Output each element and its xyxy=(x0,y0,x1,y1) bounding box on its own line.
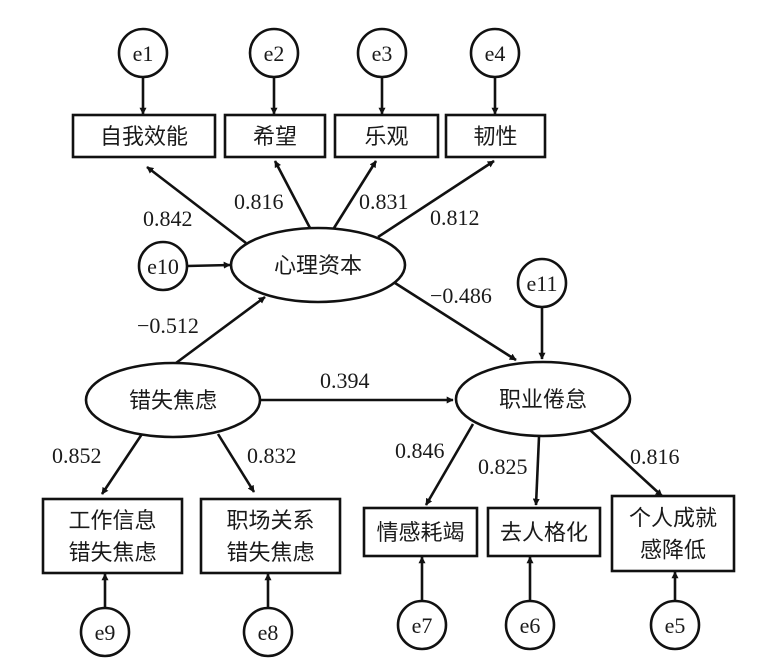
path-arrow-burnout-to-emotional_exhaustion xyxy=(424,423,475,506)
path-arrow-psycap-to-optimism xyxy=(332,160,378,229)
error-circle xyxy=(248,27,300,79)
error-label: e10 xyxy=(147,254,179,279)
indicator-self-efficacy: 自我效能 xyxy=(71,113,217,159)
error-label: e4 xyxy=(485,41,506,66)
path-coefficient: 0.846 xyxy=(395,438,445,463)
path-arrow-fomo-to-work_rel_fomo xyxy=(216,433,256,493)
error-term-e6: e6 xyxy=(504,599,556,651)
path-coefficient: −0.512 xyxy=(137,313,199,338)
indicator-label: 工作信息 xyxy=(68,509,156,534)
indicator-label: 韧性 xyxy=(473,125,517,150)
indicator-box xyxy=(71,113,217,159)
indicator-label: 去人格化 xyxy=(500,521,588,546)
error-circle xyxy=(356,27,408,79)
indicator-box xyxy=(610,494,736,573)
error-circle xyxy=(649,599,701,651)
path-coefficient: 0.812 xyxy=(430,205,480,230)
indicator-label: 职场关系 xyxy=(226,509,314,534)
error-label: e6 xyxy=(520,613,541,638)
error-term-e2: e2 xyxy=(248,27,300,79)
error-label: e7 xyxy=(412,613,433,638)
error-circle xyxy=(242,606,294,658)
latent-psycap: 心理资本 xyxy=(229,226,407,304)
indicator-label: 错失焦虑 xyxy=(226,541,314,566)
error-term-e10: e10 xyxy=(137,240,189,292)
latent-label: 错失焦虑 xyxy=(129,389,217,414)
indicator-optimism: 乐观 xyxy=(333,113,440,159)
error-term-e8: e8 xyxy=(242,606,294,658)
error-term-e9: e9 xyxy=(79,606,131,658)
path-arrow-psycap-to-hope xyxy=(273,160,312,229)
indicator-box xyxy=(333,113,440,159)
indicator-box xyxy=(486,506,602,558)
error-label: e11 xyxy=(527,271,558,296)
indicator-resilience: 韧性 xyxy=(444,113,547,159)
error-label: e8 xyxy=(258,620,279,645)
path-coefficient: 0.394 xyxy=(320,368,370,393)
path-arrow-psycap-to-resilience xyxy=(377,159,495,239)
path-coefficient: 0.852 xyxy=(52,443,102,468)
indicator-hope: 希望 xyxy=(223,113,327,159)
indicator-box xyxy=(444,113,547,159)
latent-label: 职业倦怠 xyxy=(499,388,587,413)
error-circle xyxy=(79,606,131,658)
path-arrow-fomo-to-psycap xyxy=(175,295,266,365)
indicator-label: 乐观 xyxy=(364,125,408,150)
error-arrow-e10 xyxy=(186,261,231,269)
indicator-box xyxy=(362,506,479,558)
latent-label: 心理资本 xyxy=(274,254,362,279)
error-label: e1 xyxy=(133,41,154,66)
latent-ellipse xyxy=(229,226,407,304)
error-term-e11: e11 xyxy=(516,257,568,309)
path-arrow-fomo-to-work_info_fomo xyxy=(100,433,144,495)
indicator-emotional-exhaustion: 情感耗竭 xyxy=(362,506,479,558)
path-coefficient: 0.816 xyxy=(630,444,680,469)
error-label: e9 xyxy=(95,620,116,645)
error-term-e3: e3 xyxy=(356,27,408,79)
path-coefficient: −0.486 xyxy=(430,283,492,308)
latent-ellipse xyxy=(84,361,262,439)
indicator-box xyxy=(199,497,342,575)
latent-ellipse xyxy=(454,360,632,438)
error-circle xyxy=(137,240,189,292)
indicator-label: 情感耗竭 xyxy=(376,521,464,546)
latent-burnout: 职业倦怠 xyxy=(454,360,632,438)
path-arrow-burnout-to-depersonalization xyxy=(532,436,541,506)
path-coefficient: 0.831 xyxy=(359,189,409,214)
error-term-e4: e4 xyxy=(469,27,521,79)
path-coefficient: 0.832 xyxy=(247,443,297,468)
indicator-label: 自我效能 xyxy=(100,125,188,150)
error-label: e5 xyxy=(665,613,686,638)
path-coefficient: 0.842 xyxy=(143,206,193,231)
path-arrow-burnout-to-reduced_accomplishment xyxy=(588,428,663,497)
indicator-box xyxy=(41,497,184,575)
error-circle xyxy=(504,599,556,651)
error-circle xyxy=(396,599,448,651)
indicator-label: 感降低 xyxy=(640,539,706,564)
latent-fomo: 错失焦虑 xyxy=(84,361,262,439)
indicator-depersonalization: 去人格化 xyxy=(486,506,602,558)
indicator-label: 个人成就 xyxy=(629,507,717,532)
path-arrow-psycap-to-burnout xyxy=(394,281,517,362)
error-label: e3 xyxy=(372,41,393,66)
error-term-e7: e7 xyxy=(396,599,448,651)
indicator-box xyxy=(223,113,327,159)
path-coefficient: 0.825 xyxy=(478,454,528,479)
error-term-e1: e1 xyxy=(117,27,169,79)
path-arrow-psycap-to-self_efficacy xyxy=(146,165,247,245)
error-label: e2 xyxy=(264,41,285,66)
error-circle xyxy=(117,27,169,79)
error-circle xyxy=(469,27,521,79)
error-circle xyxy=(516,257,568,309)
indicator-label: 希望 xyxy=(253,125,297,150)
path-coefficient: 0.816 xyxy=(234,189,284,214)
indicator-label: 错失焦虑 xyxy=(68,541,156,566)
error-term-e5: e5 xyxy=(649,599,701,651)
